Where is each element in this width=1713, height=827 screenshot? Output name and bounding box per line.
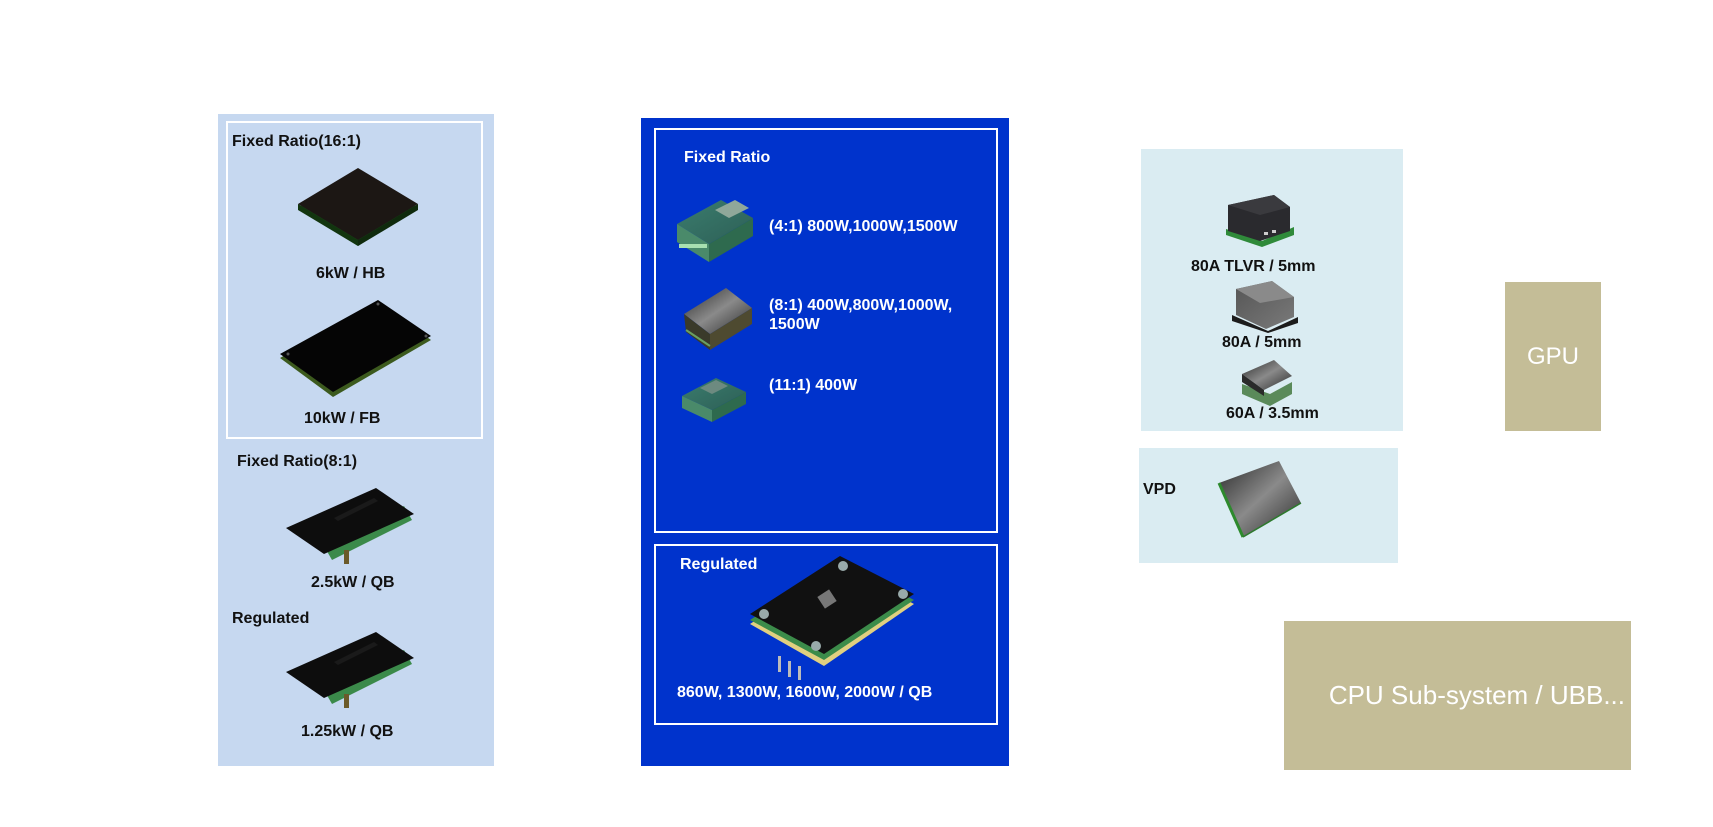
module-label: 80A TLVR / 5mm	[1191, 258, 1316, 275]
module-label: 10kW / FB	[304, 410, 381, 427]
power-module-icon[interactable]	[284, 488, 416, 568]
module-label: 2.5kW / QB	[311, 574, 395, 591]
power-module-icon[interactable]	[296, 168, 421, 252]
group-title: Fixed Ratio(8:1)	[237, 453, 358, 470]
vpd-module-icon[interactable]	[1217, 461, 1303, 539]
cpu-subsystem-block: CPU Sub-system / UBB...	[1284, 621, 1631, 770]
vpd-label: VPD	[1143, 481, 1176, 498]
group-title: Fixed Ratio	[684, 149, 771, 166]
power-module-icon[interactable]	[284, 632, 416, 712]
power-module-icon[interactable]	[278, 300, 433, 399]
power-module-icon[interactable]	[680, 376, 750, 424]
power-stage-icon[interactable]	[1224, 195, 1296, 247]
module-label: 80A / 5mm	[1222, 334, 1302, 351]
gpu-block: GPU	[1505, 282, 1601, 431]
module-label: (4:1) 800W,1000W,1500W	[769, 218, 958, 235]
power-module-icon[interactable]	[682, 284, 754, 352]
power-module-icon[interactable]	[748, 556, 916, 680]
module-label-line1: (8:1) 400W,800W,1000W,	[769, 297, 953, 314]
fixed-ratio-group	[654, 128, 998, 533]
power-module-icon[interactable]	[675, 198, 755, 266]
group-title: Regulated	[680, 556, 758, 573]
module-label: 1.25kW / QB	[301, 723, 394, 740]
fixed-ratio-16-1-group	[226, 121, 483, 439]
module-label: 860W, 1300W, 1600W, 2000W / QB	[677, 684, 933, 701]
module-label-line2: 1500W	[769, 316, 820, 333]
power-stage-icon[interactable]	[1240, 360, 1296, 408]
module-label: 6kW / HB	[316, 265, 386, 282]
group-title: Regulated	[232, 610, 310, 627]
group-title: Fixed Ratio(16:1)	[232, 133, 361, 150]
power-stage-icon[interactable]	[1230, 281, 1300, 333]
regulated-group	[654, 544, 998, 725]
module-label: (11:1) 400W	[769, 377, 858, 394]
module-label: 60A / 3.5mm	[1226, 405, 1319, 422]
